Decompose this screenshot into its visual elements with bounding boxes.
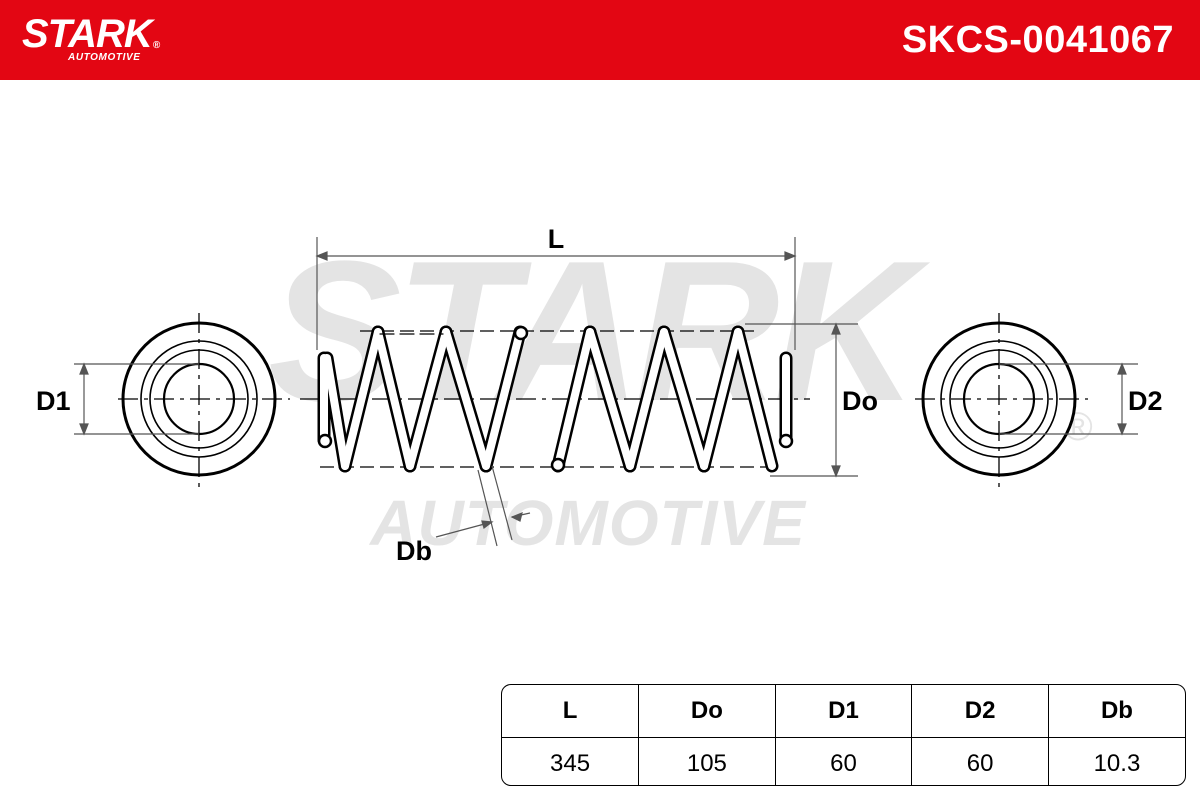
length-dimension (315, 237, 797, 350)
spring-drawing: STARK ® AUTOMOTIVE D1 D2 (36, 220, 1163, 566)
wire-ends (317, 325, 794, 473)
wire-diameter-label: Db (396, 536, 432, 566)
part-number: SKCS-0041067 (901, 19, 1174, 61)
specs-value-d2: 60 (911, 737, 1049, 785)
specs-value-do: 105 (638, 737, 776, 785)
specs-header-l: L (502, 685, 640, 738)
specs-header-d1: D1 (775, 685, 913, 738)
d2-label: D2 (1128, 386, 1163, 416)
specs-header-row: L Do D1 D2 Db (502, 685, 1185, 738)
brand-registered-mark: ® (152, 40, 161, 51)
header-bar: STARK® AUTOMOTIVE SKCS-0041067 (0, 0, 1200, 80)
specs-value-l: 345 (502, 737, 640, 785)
wire-diameter-dimension (435, 465, 531, 547)
specs-value-row: 345 105 60 60 10.3 (502, 737, 1185, 785)
spring-side-view (300, 325, 810, 473)
d2-dimension (999, 362, 1138, 436)
specs-header-do: Do (638, 685, 776, 738)
brand-name: STARK (22, 12, 153, 56)
brand-logo: STARK® AUTOMOTIVE (22, 14, 160, 63)
watermark-subtitle: AUTOMOTIVE (368, 487, 807, 559)
left-end-view (118, 313, 290, 490)
brand-subtitle: AUTOMOTIVE (68, 52, 141, 63)
spring-coils (317, 325, 793, 473)
specs-header-d2: D2 (911, 685, 1049, 738)
d1-label: D1 (36, 386, 71, 416)
outer-diameter-label: Do (842, 386, 878, 416)
specs-value-d1: 60 (775, 737, 913, 785)
outer-diameter-dimension (745, 322, 858, 478)
specs-table: L Do D1 D2 Db 345 105 60 60 10.3 (501, 684, 1186, 786)
length-label: L (548, 224, 565, 254)
specs-value-db: 10.3 (1093, 749, 1141, 777)
right-end-view (915, 313, 1088, 490)
specs-header-db: Db (1048, 685, 1185, 738)
d1-dimension (74, 362, 199, 436)
